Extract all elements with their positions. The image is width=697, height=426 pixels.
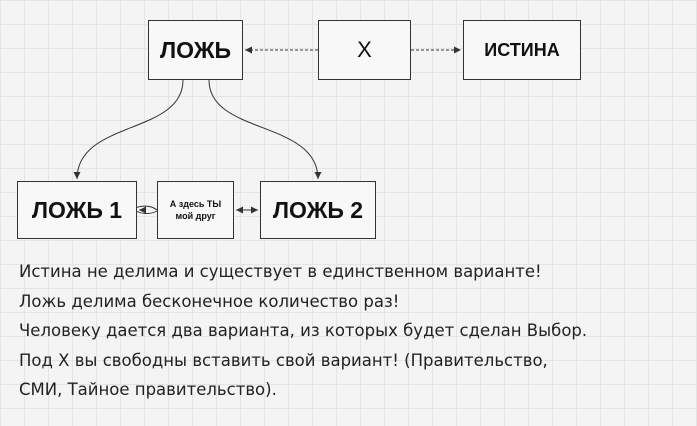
caption-text: Истина не делима и существует в единстве…: [19, 257, 689, 405]
edge-lozh-to-lozh1: [73, 79, 184, 180]
node-x[interactable]: X: [318, 20, 411, 80]
caption-line: Под Х вы свободны вставить свой вариант!…: [19, 350, 548, 370]
node-lozh[interactable]: ЛОЖЬ: [148, 20, 243, 80]
node-lozh-2[interactable]: ЛОЖЬ 2: [260, 181, 376, 239]
node-istina[interactable]: ИСТИНА: [463, 20, 581, 80]
node-lozh-1[interactable]: ЛОЖЬ 1: [17, 181, 137, 239]
caption-line: Ложь делима бесконечное количество раз!: [19, 291, 400, 311]
edge-lozh-to-lozh2: [208, 79, 322, 180]
caption-line: СМИ, Тайное правительство).: [19, 380, 277, 399]
caption-line: Человеку дается два варианта, из которых…: [19, 321, 588, 340]
node-zdes-ty-moy-drug[interactable]: А здесь ТЫ мой друг: [157, 181, 234, 239]
caption-line: Истина не делима и существует в единстве…: [19, 262, 542, 281]
edge-zdes-to-lozh1: [133, 205, 158, 214]
